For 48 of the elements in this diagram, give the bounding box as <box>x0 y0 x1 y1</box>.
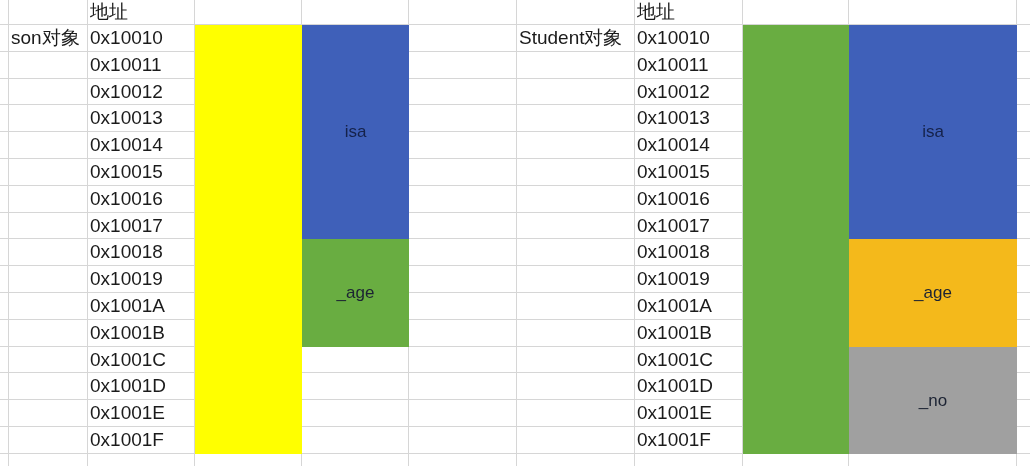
address-text: 0x10012 <box>90 80 163 104</box>
address-text: 0x10018 <box>90 240 163 264</box>
memory-block <box>302 239 409 347</box>
object-label: Student对象 <box>519 26 623 50</box>
address-text: 0x10014 <box>90 133 163 157</box>
address-text: 0x10018 <box>637 240 710 264</box>
address-text: 0x10019 <box>637 267 710 291</box>
memory-block <box>302 25 409 239</box>
memory-block <box>849 25 1017 239</box>
field-name: isa <box>344 122 367 142</box>
address-text: 0x1001F <box>637 428 711 452</box>
memory-bar <box>195 25 302 454</box>
address-text: 0x10010 <box>637 26 710 50</box>
address-text: 0x1001C <box>637 348 714 372</box>
address-text: 0x10011 <box>90 53 162 77</box>
address-text: 0x10011 <box>637 53 709 77</box>
address-text: 0x1001D <box>90 374 167 398</box>
address-text: 0x10019 <box>90 267 163 291</box>
address-text: 0x10017 <box>637 214 710 238</box>
memory-bar <box>743 25 849 454</box>
address-text: 0x1001A <box>90 294 165 318</box>
address-text: 0x1001B <box>637 321 712 345</box>
field-name: isa <box>922 122 944 142</box>
address-text: 0x1001E <box>637 401 712 425</box>
object-label: son对象 <box>11 26 80 50</box>
address-text: 0x10015 <box>637 160 710 184</box>
memory-block <box>849 239 1017 347</box>
column-heading: 地址 <box>637 0 675 24</box>
address-text: 0x10014 <box>637 133 710 157</box>
address-text: 0x10012 <box>637 80 710 104</box>
field-name: _age <box>336 283 375 303</box>
field-name: _age <box>914 283 952 303</box>
address-text: 0x1001D <box>637 374 714 398</box>
column-heading: 地址 <box>90 0 128 24</box>
address-text: 0x10010 <box>90 26 163 50</box>
address-text: 0x1001A <box>637 294 712 318</box>
address-text: 0x10013 <box>90 106 163 130</box>
field-name: _no <box>918 390 948 411</box>
address-text: 0x1001C <box>90 348 167 372</box>
memory-block <box>849 347 1017 454</box>
address-text: 0x1001F <box>90 428 164 452</box>
address-text: 0x10013 <box>637 106 710 130</box>
address-text: 0x1001E <box>90 401 165 425</box>
address-text: 0x10016 <box>637 187 710 211</box>
address-text: 0x10016 <box>90 187 163 211</box>
address-text: 0x1001B <box>90 321 165 345</box>
address-text: 0x10017 <box>90 214 163 238</box>
address-text: 0x10015 <box>90 160 163 184</box>
